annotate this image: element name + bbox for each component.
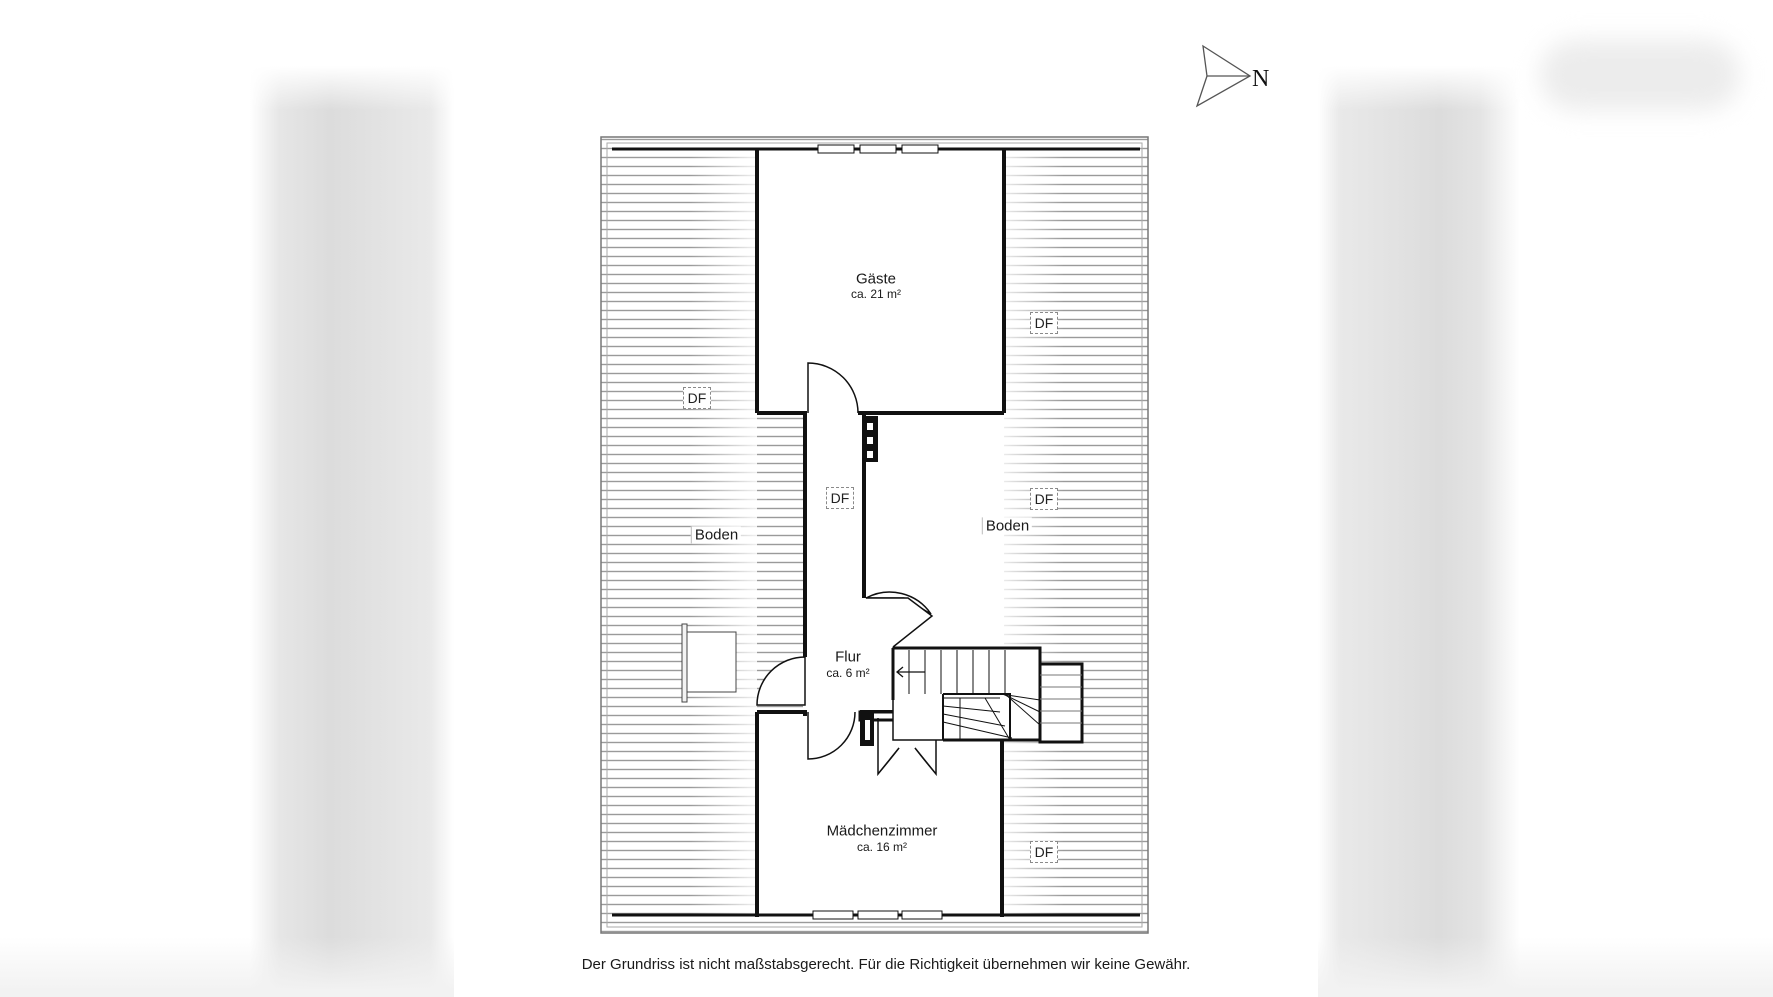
stair-bay: [1038, 662, 1084, 744]
df-label: DF: [1030, 841, 1058, 863]
room-area-gaeste: ca. 21 m²: [850, 287, 902, 302]
top-windows: [817, 144, 939, 154]
bottom-windows: [812, 910, 943, 920]
stair-arrow: [895, 666, 925, 678]
df-label: DF: [683, 387, 711, 409]
roof-shading-right: [1000, 150, 1142, 920]
room-name-flur: Flur: [835, 648, 861, 666]
df-label: DF: [1030, 312, 1058, 334]
room-area-flur: ca. 6 m²: [826, 666, 870, 681]
room-area-maedchenzimmer: ca. 16 m²: [856, 840, 908, 855]
room-name-gaeste: Gäste: [855, 270, 897, 288]
attic-left-door: [756, 656, 806, 706]
skylight-left: [681, 623, 737, 703]
room-name-boden-right: Boden: [981, 517, 1033, 535]
compass-arrow: [1195, 44, 1252, 108]
girls-room-door: [807, 711, 856, 760]
room-name-boden-left: Boden: [690, 526, 742, 544]
blurred-background-shape: [1540, 40, 1740, 110]
guest-room-walls: [755, 149, 1006, 415]
df-label: DF: [1030, 488, 1058, 510]
df-label: DF: [826, 487, 854, 509]
guest-room-door: [807, 362, 859, 414]
disclaimer-text: Der Grundriss ist nicht maßstabsgerecht.…: [581, 956, 1191, 973]
room-name-maedchenzimmer: Mädchenzimmer: [826, 822, 938, 840]
north-label: N: [1252, 66, 1270, 92]
